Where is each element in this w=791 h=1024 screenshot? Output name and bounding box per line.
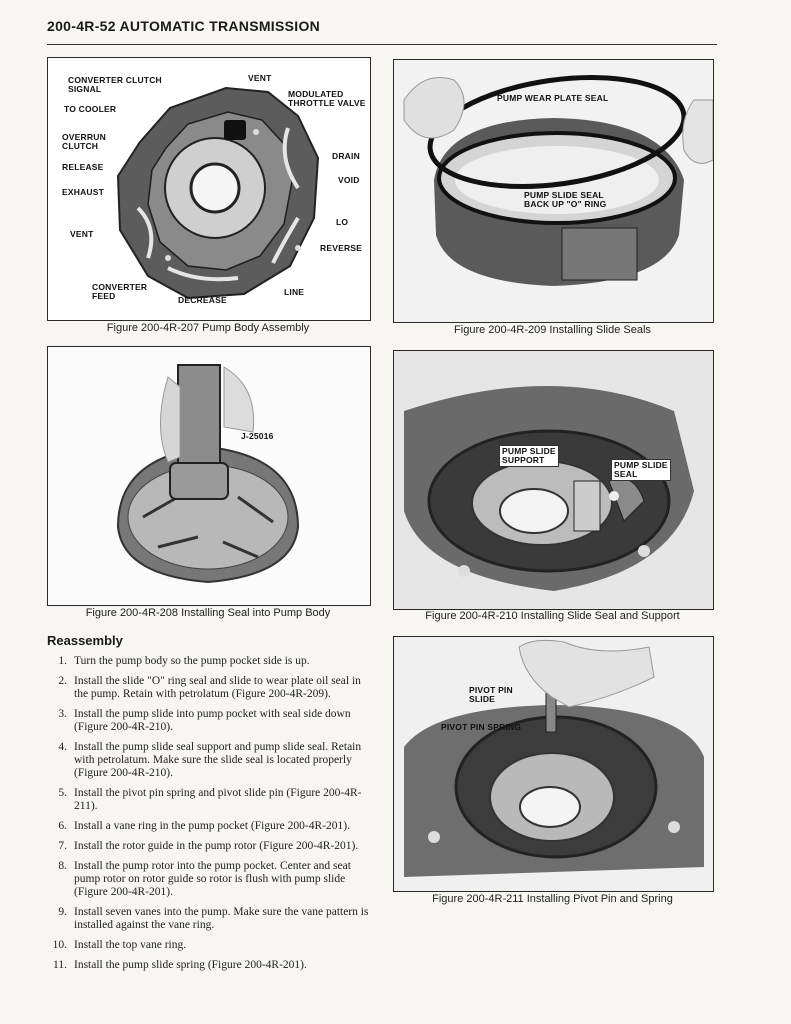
figure-210-slide-seal-support: PUMP SLIDE SUPPORT PUMP SLIDE SEAL — [393, 350, 714, 610]
pump-body-assembly-drawing — [48, 58, 370, 320]
figure-208-caption: Figure 200-4R-208 Installing Seal into P… — [85, 607, 331, 619]
label-void: VOID — [338, 175, 360, 185]
label-drain: DRAIN — [332, 151, 360, 161]
figure-211-pivot-pin-spring: PIVOT PIN SLIDE PIVOT PIN SPRING — [393, 636, 714, 892]
label-vent-left: VENT — [70, 229, 94, 239]
label-modulated-throttle-valve: MODULATED THROTTLE VALVE — [288, 89, 366, 108]
label-overrun-clutch: OVERRUN CLUTCH — [62, 132, 106, 151]
label-release: RELEASE — [62, 162, 104, 172]
label-pump-wear-plate-seal: PUMP WEAR PLATE SEAL — [497, 93, 609, 103]
label-vent-top: VENT — [248, 73, 272, 83]
figure-209-installing-slide-seals: PUMP WEAR PLATE SEAL PUMP SLIDE SEAL BAC… — [393, 59, 714, 323]
label-converter-clutch-signal: CONVERTER CLUTCH SIGNAL — [68, 75, 162, 94]
list-item: 6.Install a vane ring in the pump pocket… — [58, 820, 350, 832]
list-item: 11.Install the pump slide spring (Figure… — [53, 959, 307, 971]
label-to-cooler: TO COOLER — [64, 104, 117, 114]
label-pump-slide-seal: PUMP SLIDE SEAL — [611, 459, 671, 481]
label-pivot-pin-spring: PIVOT PIN SPRING — [441, 722, 522, 732]
figure-207-caption: Figure 200-4R-207 Pump Body Assembly — [106, 322, 310, 334]
list-item: 10.Install the top vane ring. — [52, 939, 187, 951]
slide-seals-photo — [394, 60, 713, 322]
seal-installation-photo — [48, 347, 370, 605]
label-reverse: REVERSE — [320, 243, 363, 253]
reassembly-steps: 1.Turn the pump body so the pump pocket … — [47, 655, 372, 979]
label-line: LINE — [284, 287, 305, 297]
list-item: 8.Install the pump rotor into the pump p… — [58, 860, 351, 898]
label-lo: LO — [336, 217, 349, 227]
label-converter-feed: CONVERTER FEED — [92, 282, 148, 301]
label-pump-slide-support: PUMP SLIDE SUPPORT — [499, 445, 559, 467]
list-item: 9.Install seven vanes into the pump. Mak… — [58, 906, 369, 931]
figure-211-caption: Figure 200-4R-211 Installing Pivot Pin a… — [432, 893, 673, 905]
slide-seal-support-photo — [394, 351, 713, 609]
list-item: 1.Turn the pump body so the pump pocket … — [58, 655, 310, 667]
pivot-pin-spring-photo — [394, 637, 713, 891]
page-header-title: 200-4R-52 AUTOMATIC TRANSMISSION — [47, 18, 321, 34]
label-pivot-pin-slide: PIVOT PIN SLIDE — [469, 685, 513, 704]
figure-207-pump-body-assembly: CONVERTER CLUTCH SIGNAL TO COOLER VENT M… — [47, 57, 371, 321]
label-exhaust: EXHAUST — [62, 187, 105, 197]
page-header: 200-4R-52 AUTOMATIC TRANSMISSION — [47, 18, 717, 45]
label-tool-j-25016: J-25016 — [241, 431, 274, 441]
list-item: 3.Install the pump slide into pump pocke… — [58, 708, 351, 733]
figure-209-caption: Figure 200-4R-209 Installing Slide Seals — [454, 324, 651, 336]
label-pump-slide-seal-backup-o-ring: PUMP SLIDE SEAL BACK UP "O" RING — [524, 190, 607, 209]
figure-208-installing-seal: J-25016 — [47, 346, 371, 606]
list-item: 4.Install the pump slide seal support an… — [58, 741, 362, 779]
list-item: 5.Install the pivot pin spring and pivot… — [58, 787, 362, 812]
list-item: 7.Install the rotor guide in the pump ro… — [58, 840, 359, 852]
label-decrease: DECREASE — [178, 295, 227, 305]
reassembly-heading: Reassembly — [47, 633, 123, 648]
list-item: 2.Install the slide "O" ring seal and sl… — [58, 675, 361, 700]
figure-210-caption: Figure 200-4R-210 Installing Slide Seal … — [425, 610, 680, 622]
